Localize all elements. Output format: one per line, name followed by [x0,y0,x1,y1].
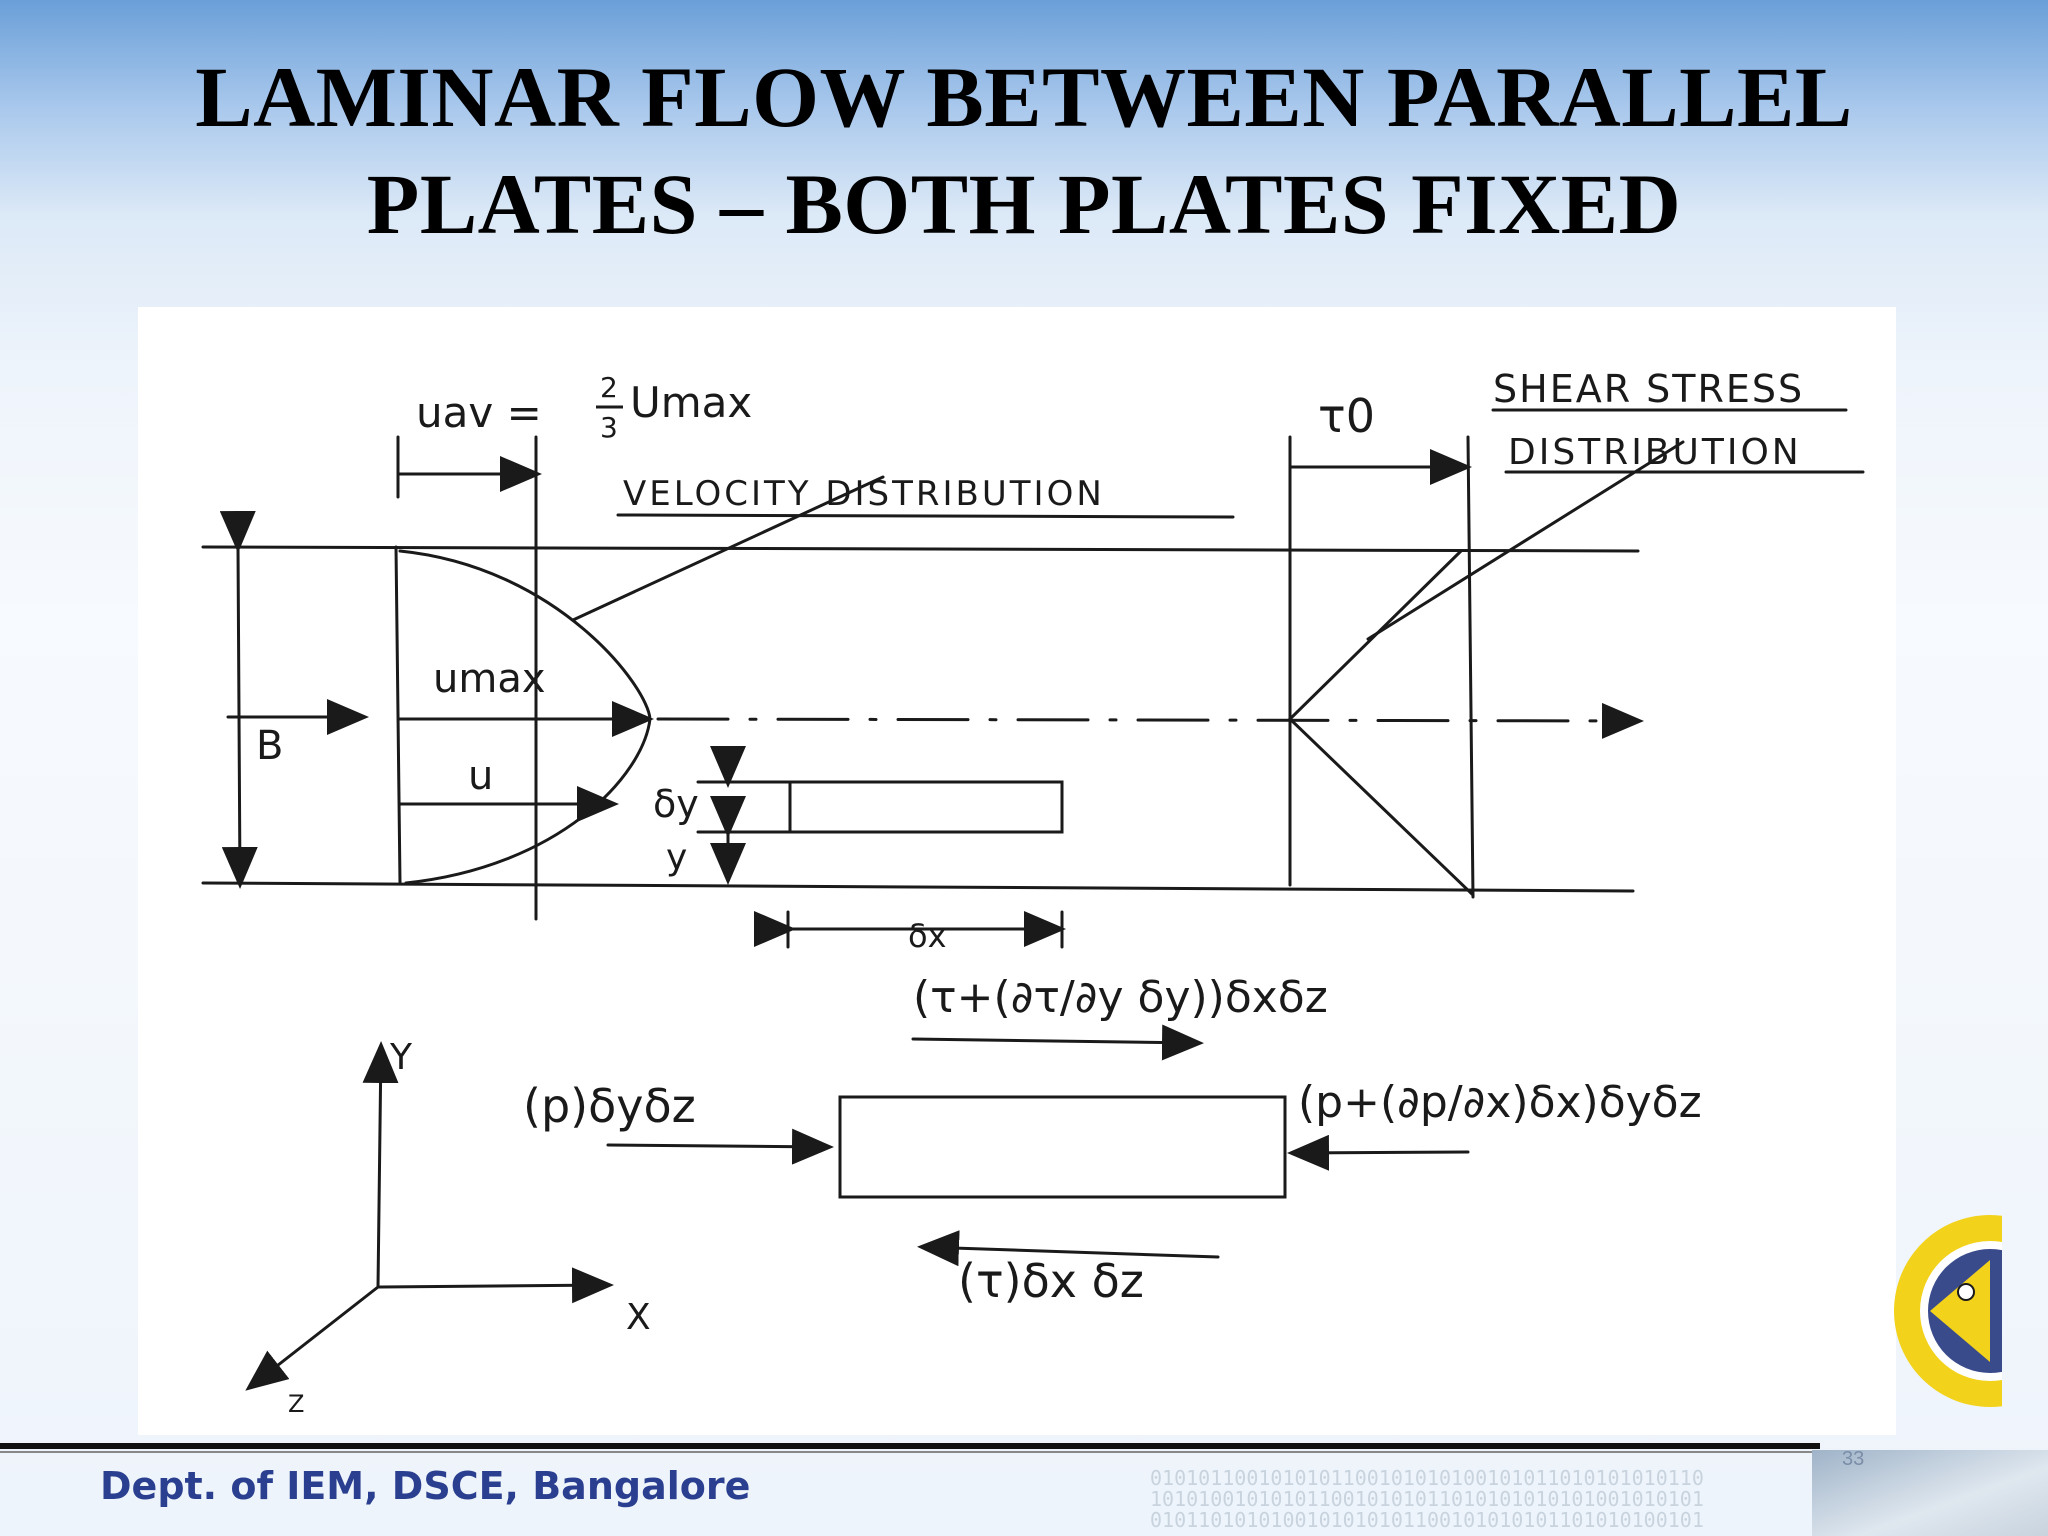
title-line-1: LAMINAR FLOW BETWEEN PARALLEL [195,49,1853,145]
diagram-svg: uav = 2 3 Umax VELOCITY DISTRIBUTION τ0 … [201,367,1865,1418]
top-shear-arrow [911,1024,1204,1061]
uav-num: 2 [600,371,618,404]
uav-den: 3 [600,411,618,444]
bottom-plate [201,881,1635,893]
bottom-shear-arrow [917,1230,1220,1267]
dy-label: δy [653,782,699,826]
shear-leader [1366,440,1685,641]
axis-z-label: Z [288,1390,304,1418]
velocity-leader [571,475,885,622]
footer-dept: Dept. of IEM, DSCE, Bangalore [100,1464,751,1508]
shear-v-profile [1287,549,1475,897]
axis-x-line [376,1267,614,1304]
footer-rule [0,1443,1820,1449]
axis-y-label: Y [389,1037,413,1078]
dx-label: δx [908,917,947,955]
left-pressure-arrow [606,1128,834,1165]
tau0-label: τ0 [1318,389,1375,443]
fluid-element [788,780,1064,834]
left-force-label: (p)δyδz [523,1079,696,1133]
centerline [656,702,1644,739]
uav-lhs: uav = [416,388,542,437]
b-label: B [256,723,283,769]
axis-z-line [245,1285,380,1391]
uav-rhs: Umax [630,378,752,427]
axis-y-line [362,1041,399,1289]
top-force-label: (τ+(∂τ/∂y δy))δxδz [913,972,1328,1023]
velocity-label: VELOCITY DISTRIBUTION [623,474,1105,514]
footer-rule-thin [0,1451,1820,1453]
velocity-underline [616,513,1235,519]
laptop-decoration [1812,1450,2048,1536]
bottom-force-label: (τ)δx δz [958,1254,1144,1308]
axis-x-label: X [626,1297,651,1338]
y-label: y [666,837,687,878]
shear-right-vertical [1466,435,1475,899]
right-force-label: (p+(∂p/∂x)δx)δyδz [1298,1077,1702,1128]
right-pressure-arrow [1287,1134,1470,1171]
umax-label: umax [433,656,546,702]
shear-label-1: SHEAR STRESS [1493,367,1804,411]
institution-logo [1890,1180,2002,1442]
top-plate [201,545,1640,553]
shear-label-2: DISTRIBUTION [1508,432,1802,473]
slide-number: 33 [1842,1448,1865,1470]
profile-left-edge [394,545,402,885]
hand-drawn-diagram: uav = 2 3 Umax VELOCITY DISTRIBUTION τ0 … [138,307,1896,1435]
u-label: u [468,753,493,799]
binary-decoration: 0101011001010101100101010100101011010101… [1150,1468,1704,1532]
free-body-element [838,1095,1287,1199]
b-dimension-line [219,510,258,889]
slide-title: LAMINAR FLOW BETWEEN PARALLEL PLATES – B… [0,44,2048,258]
title-line-2: PLATES – BOTH PLATES FIXED [366,156,1682,252]
